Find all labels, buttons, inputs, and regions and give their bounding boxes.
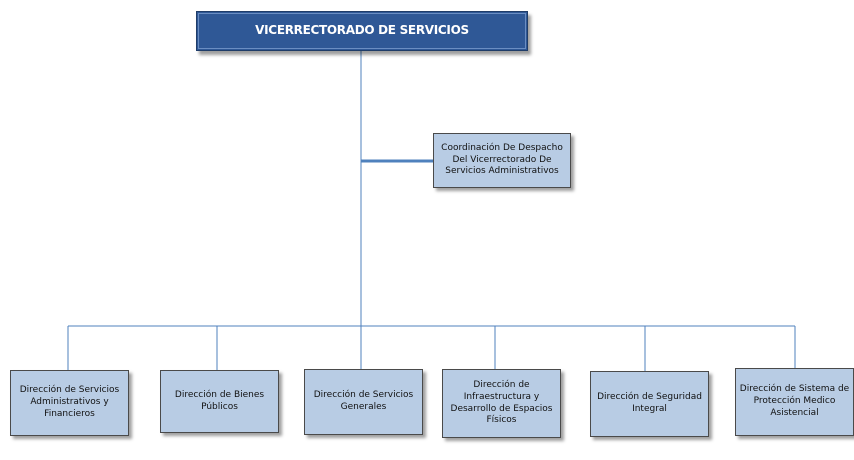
unit-node-infraestructura: Dirección de Infraestructura y Desarroll… [442, 369, 561, 438]
unit-node-label: Dirección de Servicios Administrativos y… [19, 385, 120, 419]
unit-node-label: Dirección de Servicios Generales [313, 390, 414, 412]
root-node-label: VICERRECTORADO DE SERVICIOS [255, 23, 469, 38]
unit-node-label: Dirección de Sistema de Protección Medic… [739, 384, 850, 418]
unit-node-servicios-generales: Dirección de Servicios Generales [304, 369, 423, 435]
root-node: VICERRECTORADO DE SERVICIOS [196, 11, 528, 51]
unit-node-seguridad: Dirección de Seguridad Integral [590, 371, 709, 437]
unit-node-label: Dirección de Seguridad Integral [597, 392, 702, 414]
staff-unit-label: Coordinación De Despacho Del Vicerrector… [441, 142, 563, 177]
unit-node-label: Dirección de Infraestructura y Desarroll… [450, 379, 553, 426]
staff-unit-node: Coordinación De Despacho Del Vicerrector… [433, 133, 571, 188]
unit-node-label: Dirección de Bienes Públicos [174, 389, 265, 412]
unit-node-administrativos: Dirección de Servicios Administrativos y… [10, 370, 129, 436]
unit-node-bienes: Dirección de Bienes Públicos [160, 370, 279, 433]
unit-node-proteccion-medica: Dirección de Sistema de Protección Medic… [735, 368, 854, 436]
